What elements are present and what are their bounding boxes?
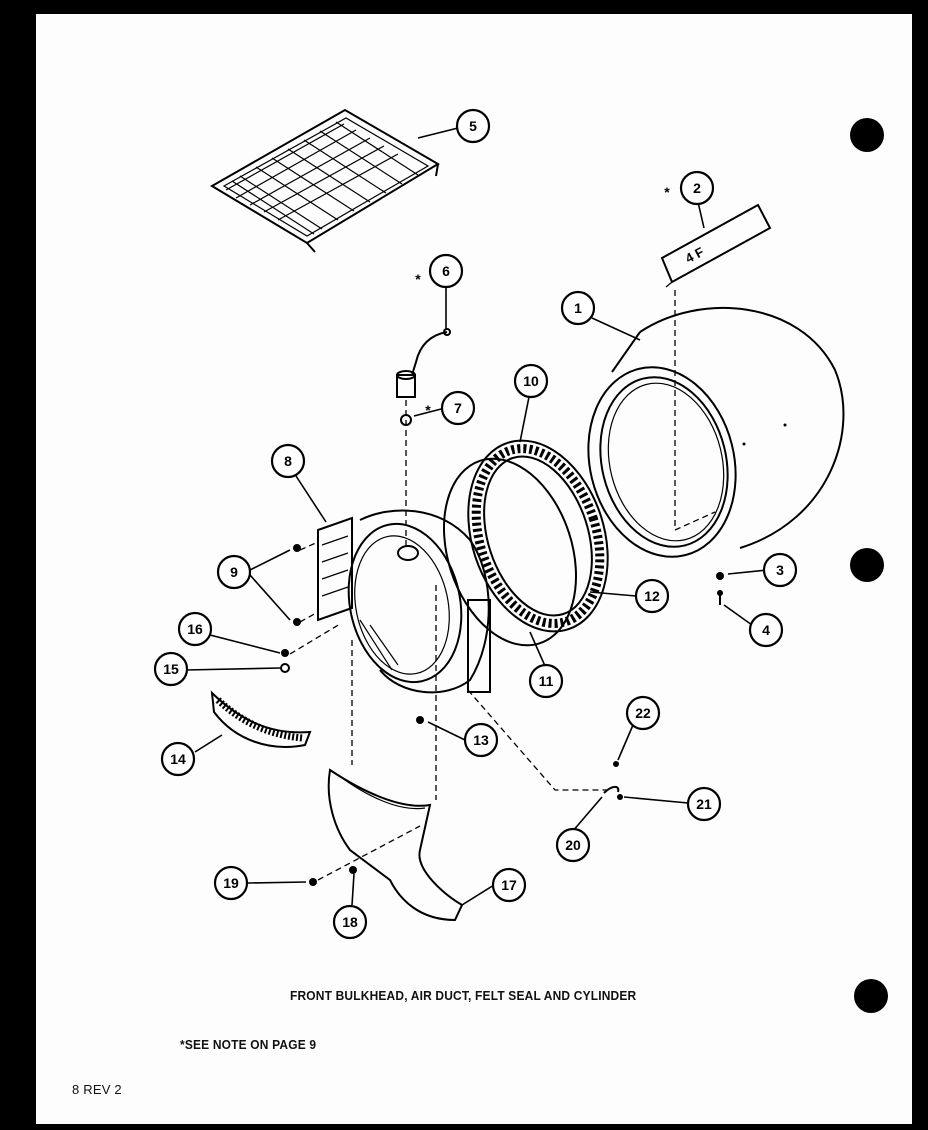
- callout-label: 16: [187, 621, 203, 637]
- callout-label: 8: [284, 453, 292, 469]
- callout-label: 3: [776, 562, 784, 578]
- callout-label: 6: [442, 263, 450, 279]
- callout-22: 22: [625, 695, 661, 731]
- callout-label: 21: [696, 796, 712, 812]
- callout-label: 10: [523, 373, 539, 389]
- svg-text:*: *: [425, 402, 431, 418]
- callout-17: 17: [491, 867, 527, 903]
- svg-text:*: *: [415, 271, 421, 287]
- callout-label: 7: [454, 400, 462, 416]
- callout-label: 4: [762, 622, 770, 638]
- front-bulkhead-part: [347, 509, 610, 791]
- binder-hole-top: [850, 118, 884, 152]
- leader-lines: [184, 127, 768, 906]
- tag-part: 4 F: [660, 203, 772, 288]
- felt-seal-part: [442, 439, 609, 647]
- callout-12: 12: [634, 578, 670, 614]
- callout-5: 5: [455, 108, 491, 144]
- callout-label: 5: [469, 118, 477, 134]
- callout-15: 15: [153, 651, 189, 687]
- callout-label: 9: [230, 564, 238, 580]
- callout-8: 8: [270, 443, 306, 479]
- callout-13: 13: [463, 722, 499, 758]
- diagram-title: FRONT BULKHEAD, AIR DUCT, FELT SEAL AND …: [290, 988, 637, 1003]
- callout-18: 18: [332, 904, 368, 940]
- callout-label: 18: [342, 914, 358, 930]
- callout-16: 16: [177, 611, 213, 647]
- callout-1: 1: [560, 290, 596, 326]
- callout-label: 14: [170, 751, 186, 767]
- callout-20: 20: [555, 827, 591, 863]
- callout-3: 3: [762, 552, 798, 588]
- callout-label: 19: [223, 875, 239, 891]
- callout-11: 11: [528, 663, 564, 699]
- callout-10: 10: [513, 363, 549, 399]
- callout-9: 9: [216, 554, 252, 590]
- callout-label: 20: [565, 837, 581, 853]
- callout-6: *6: [415, 253, 464, 289]
- svg-text:*: *: [664, 184, 670, 200]
- page-revision-mark: 8 REV 2: [72, 1082, 122, 1097]
- callout-label: 15: [163, 661, 179, 677]
- callout-4: 4: [748, 612, 784, 648]
- callout-label: 11: [539, 673, 554, 689]
- lamp-socket-part: [396, 328, 451, 548]
- callout-21: 21: [686, 786, 722, 822]
- callout-label: 2: [693, 180, 701, 196]
- callout-14: 14: [160, 741, 196, 777]
- callout-label: 13: [473, 732, 489, 748]
- diagram-note: *SEE NOTE ON PAGE 9: [180, 1037, 317, 1052]
- lint-screen-part: [210, 690, 312, 748]
- callout-label: 1: [574, 300, 582, 316]
- air-duct-part: [317, 585, 464, 922]
- callout-label: 12: [644, 588, 660, 604]
- binder-hole-middle: [850, 548, 884, 582]
- callout-2: *2: [664, 170, 715, 206]
- binder-hole-bottom: [854, 979, 888, 1013]
- drying-rack-part: [210, 108, 440, 253]
- drum-cylinder-part: [587, 290, 845, 558]
- tag-label: 4 F: [683, 244, 707, 266]
- callout-19: 19: [213, 865, 249, 901]
- callout-label: 17: [501, 877, 517, 893]
- bulkhead-bracket-part: [317, 516, 353, 622]
- callout-7: *7: [425, 390, 476, 426]
- fasteners: [280, 541, 724, 886]
- callout-label: 22: [635, 705, 651, 721]
